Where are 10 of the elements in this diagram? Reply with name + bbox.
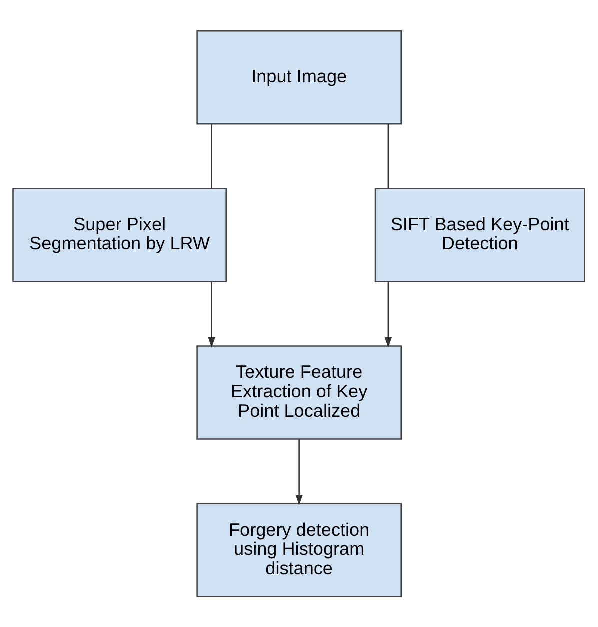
node-box: Texture Feature Extraction of Key Point Localized (196, 345, 402, 440)
arrow (296, 439, 303, 505)
connector (388, 124, 390, 188)
connector (211, 124, 212, 188)
node-box: SIFT Based Key-Point Detection (374, 188, 586, 282)
node-box: Super Pixel Segmentation by LRW (12, 188, 227, 282)
node-box: Input Image (196, 30, 402, 124)
arrow (208, 282, 216, 348)
node-box: Forgery detection using Histogram distance (196, 502, 402, 597)
arrow (384, 282, 392, 348)
